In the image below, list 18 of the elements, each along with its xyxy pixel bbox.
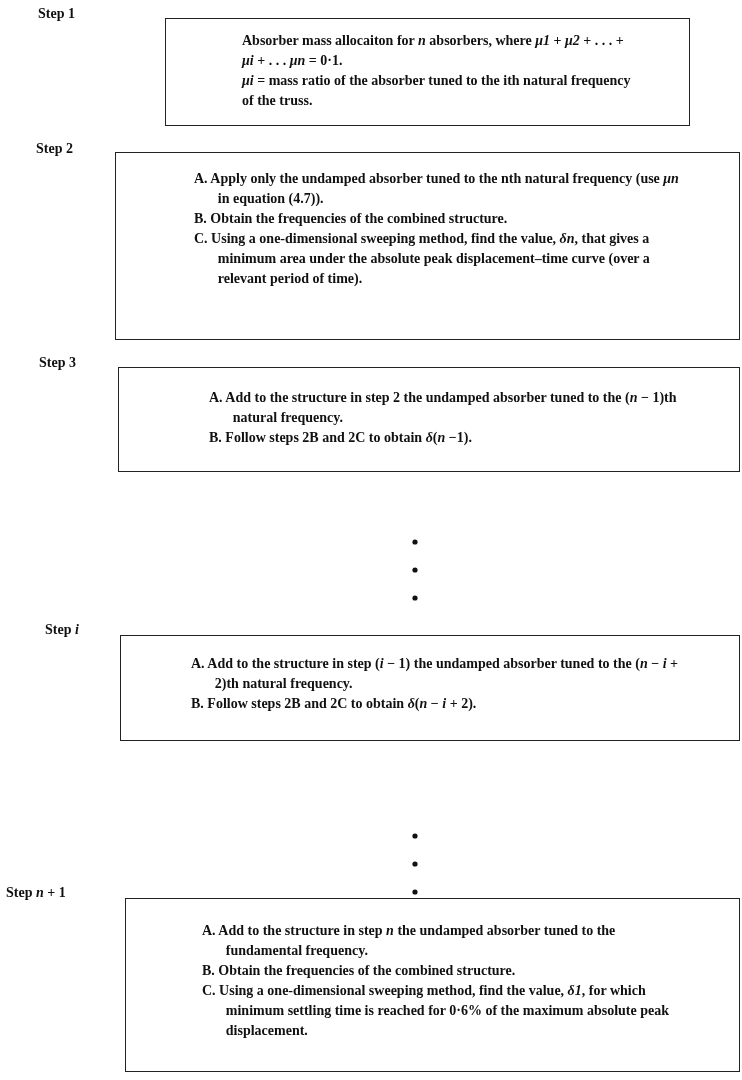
step-instruction: A. Add to the structure in step 2 the undamped absorber tuned to the (n − 1)th natural frequency. xyxy=(209,389,678,427)
step-label: Step 1 xyxy=(38,6,75,22)
step-label: Step i xyxy=(45,622,79,638)
step-instruction: C. Using a one-dimensional sweeping method, find the value, δ1, for which minimum settling time is reached for 0·6% of the maximum absolute peak displacement. xyxy=(202,982,670,1040)
step-instruction: B. Follow steps 2B and 2C to obtain δ(n −1). xyxy=(209,429,473,447)
step-instruction: A. Add to the structure in step (i − 1) the undamped absorber tuned to the (n − i + 2)th natural frequency. xyxy=(191,655,680,693)
step-label: Step n + 1 xyxy=(6,885,66,901)
step-label: Step 2 xyxy=(36,141,73,157)
step-description: Absorber mass allocaiton for n absorbers, where μ1 + μ2 + . . . + μi + . . . μn = 0·1. xyxy=(242,32,625,70)
step-instruction: B. Obtain the frequencies of the combined structure. xyxy=(194,210,509,228)
step-instruction: B. Follow steps 2B and 2C to obtain δ(n − i + 2). xyxy=(191,695,478,713)
step-box xyxy=(165,18,690,126)
step-instruction: B. Obtain the frequencies of the combined structure. xyxy=(202,962,517,980)
step-instruction: A. Apply only the undamped absorber tuned to the nth natural frequency (use μn in equation (4.7)). xyxy=(194,170,680,208)
step-instruction: A. Add to the structure in step n the undamped absorber tuned to the fundamental frequency. xyxy=(202,922,617,960)
step-instruction: C. Using a one-dimensional sweeping method, find the value, δn, that gives a minimum area under the absolute peak displacement–time curve (over a relevant period of time). xyxy=(194,230,651,288)
step-description: μi = mass ratio of the absorber tuned to the ith natural frequency of the truss. xyxy=(242,72,632,110)
step-label: Step 3 xyxy=(39,355,76,371)
